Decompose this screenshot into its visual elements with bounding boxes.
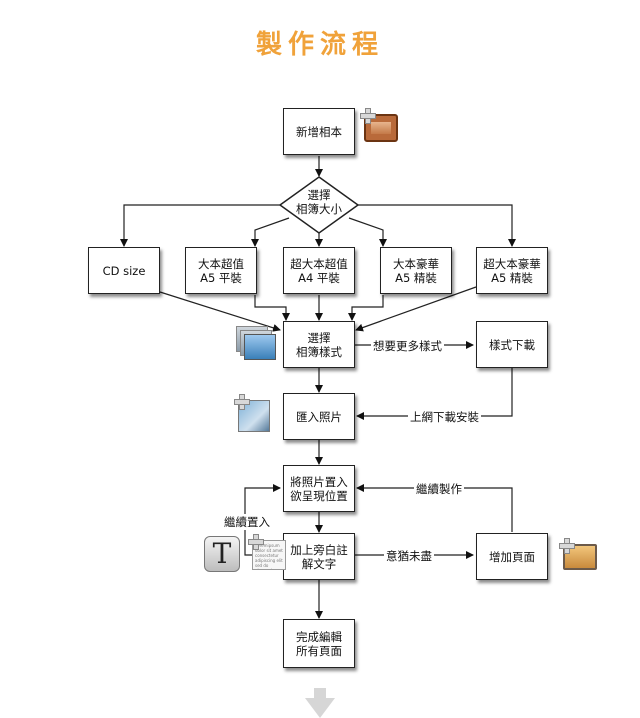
text-tool-icon: T — [204, 536, 240, 572]
edge-label-continue-making: 繼續製作 — [414, 481, 464, 497]
node-choose-size: 選擇 相簿大小 — [296, 188, 342, 216]
node-style-download: 樣式下載 — [476, 321, 548, 368]
edge-label-not-finished: 意猶未盡 — [384, 548, 434, 564]
node-xl-value-a4: 超大本超值 A4 平裝 — [283, 247, 355, 294]
down-arrow-icon — [305, 688, 335, 718]
edge-decision-to-large-value — [251, 217, 290, 247]
node-large-deluxe-a5: 大本豪華 A5 精裝 — [380, 247, 452, 294]
node-place-photos: 將照片置入 欲呈現位置 — [283, 465, 355, 512]
node-large-value-a5: 大本超值 A5 平裝 — [185, 247, 257, 294]
import-photo-icon — [234, 394, 270, 432]
edge-decision-to-cd — [120, 204, 280, 247]
node-add-page: 增加頁面 — [476, 533, 548, 580]
edge-label-download-online: 上網下載安裝 — [408, 409, 481, 425]
edge-large-deluxe-to-style — [348, 295, 384, 321]
node-choose-style: 選擇 相簿樣式 — [283, 321, 355, 368]
edge-decision-to-xl-deluxe — [358, 204, 516, 247]
edge-addpage-to-place — [356, 484, 513, 532]
caption-note-icon: Loremipsum dolor sit amet consectetur ad… — [248, 534, 286, 570]
node-cd-size: CD size — [88, 247, 160, 294]
node-add-caption: 加上旁白註 解文字 — [283, 533, 355, 580]
edge-label-continue-placing: 繼續置入 — [222, 514, 272, 530]
add-album-icon — [360, 108, 398, 142]
node-finish: 完成編輯 所有頁面 — [283, 619, 355, 668]
edge-xl-deluxe-to-style — [355, 286, 477, 332]
node-import-photos: 匯入照片 — [283, 393, 355, 440]
edge-decision-to-large-deluxe — [348, 217, 387, 247]
edge-cd-to-style — [159, 291, 281, 332]
edge-label-more-styles: 想要更多樣式 — [371, 338, 444, 354]
node-xl-deluxe-a5: 超大本豪華 A5 精裝 — [476, 247, 548, 294]
edge-large-value-to-style — [254, 295, 290, 321]
album-style-icon — [236, 326, 276, 362]
page-title: 製作流程 — [255, 30, 384, 60]
add-page-icon — [559, 538, 597, 570]
node-add-album: 新增相本 — [283, 108, 355, 155]
